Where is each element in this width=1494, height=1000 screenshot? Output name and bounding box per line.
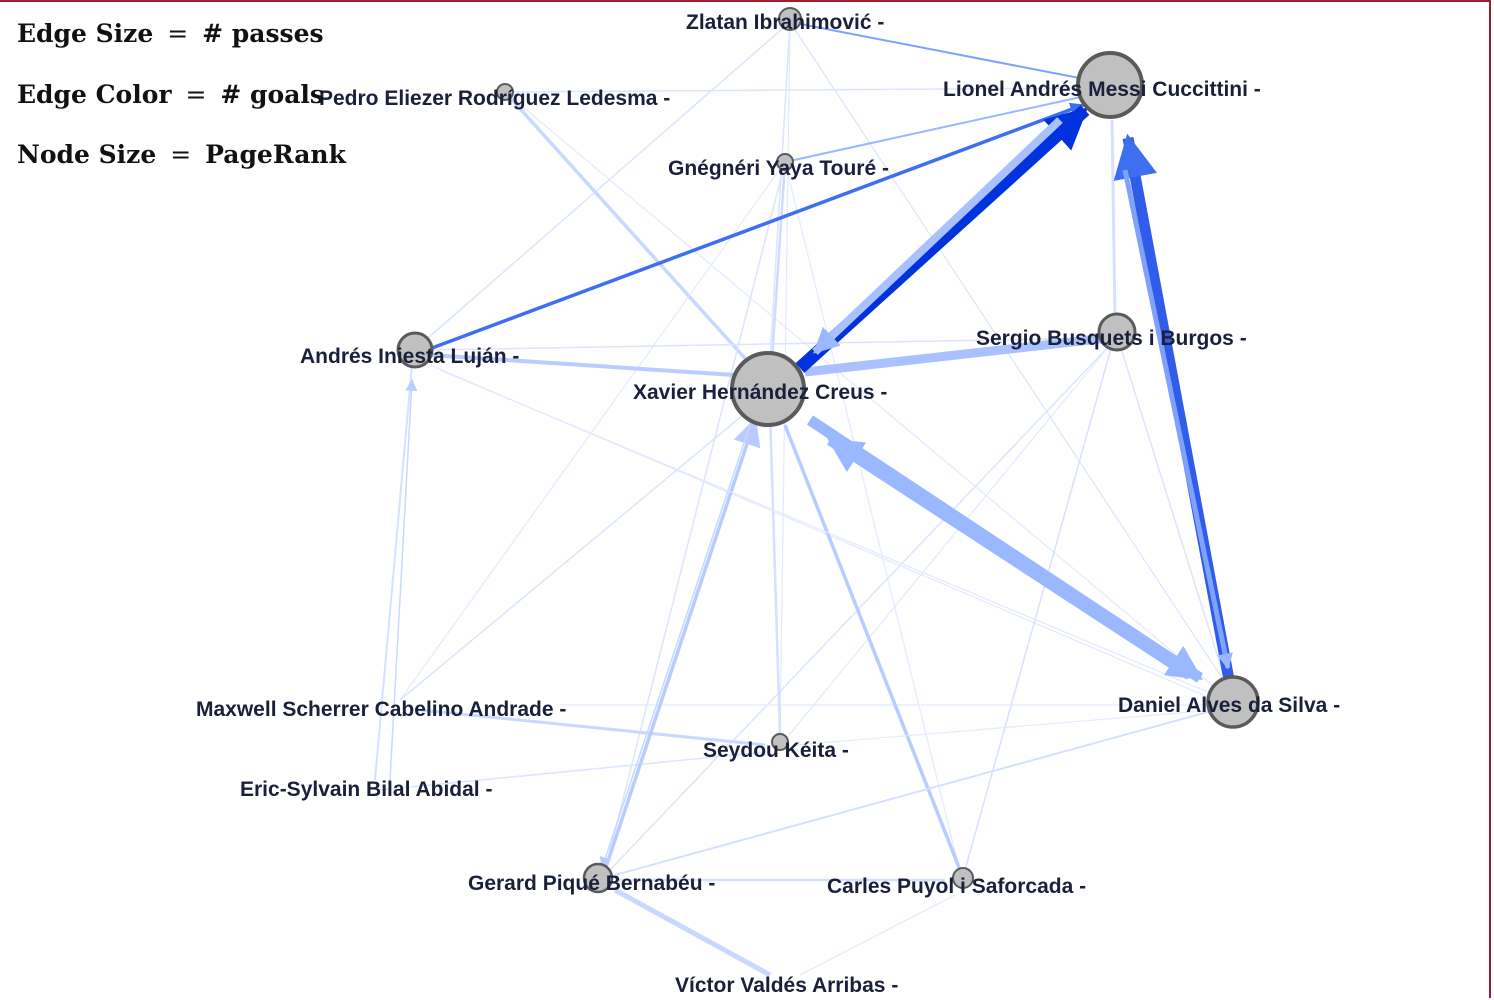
- label-messi: Lionel Andrés Messi Cuccittini -: [943, 78, 1261, 101]
- edge-valdes-pique: [613, 887, 772, 978]
- node-zlatan[interactable]: [778, 7, 802, 31]
- edge-toure-puyol: [784, 161, 961, 873]
- edge-alves-keita: [794, 709, 1216, 746]
- node-puyol[interactable]: [952, 867, 974, 889]
- label-keita: Seydou Kéita -: [703, 739, 849, 762]
- node-messi[interactable]: [1076, 51, 1144, 119]
- nodes-layer: [396, 7, 1260, 894]
- edge-maxwell-xavi: [399, 404, 756, 701]
- legend-value: # passes: [202, 19, 324, 48]
- legend-term: Edge Size: [17, 19, 154, 48]
- edge-iniesta-messi: [431, 102, 1085, 350]
- edge-busquets-alves: [1119, 344, 1226, 681]
- edge-maxwell-keita: [419, 708, 766, 747]
- edge-toure-xavi: [770, 161, 787, 361]
- edge-puyol-xavi: [783, 424, 962, 871]
- node-pedro[interactable]: [496, 83, 514, 101]
- node-xavi[interactable]: [730, 351, 806, 427]
- edge-messi-alves: [1122, 169, 1233, 670]
- edge-iniesta-abidal: [374, 364, 413, 781]
- labels-layer: Zlatan Ibrahimović - Lionel Andrés Messi…: [196, 11, 1340, 997]
- label-puyol: Carles Puyol i Saforcada -: [827, 875, 1086, 898]
- edge-busquets-keita: [784, 344, 1111, 741]
- edge-toure-messi: [784, 94, 1091, 163]
- node-toure[interactable]: [776, 153, 794, 171]
- edges-layer: [374, 21, 1236, 978]
- label-iniesta: Andrés Iniesta Luján -: [300, 345, 519, 368]
- label-maxwell: Maxwell Scherrer Cabelino Andrade -: [196, 698, 566, 721]
- edge-pedro-alves: [504, 91, 1231, 701]
- edge-messi-xavi: [812, 117, 1063, 355]
- edge-zlatan-iniesta: [419, 21, 791, 346]
- node-iniesta[interactable]: [396, 331, 434, 369]
- edge-iniesta-xavi: [429, 353, 736, 377]
- node-pique[interactable]: [582, 862, 614, 894]
- label-xavi: Xavier Hernández Creus -: [633, 381, 887, 404]
- label-busquets: Sergio Busquets i Burgos -: [976, 327, 1247, 350]
- edge-busquets-puyol: [964, 344, 1113, 871]
- node-alves[interactable]: [1206, 675, 1260, 729]
- legend-value: PageRank: [205, 140, 346, 169]
- edge-busquets-xavi: [804, 333, 1109, 377]
- legend-edge-size: Edge Size = # passes: [17, 19, 324, 48]
- edge-zlatan-xavi: [769, 21, 791, 361]
- edge-pique-alves: [614, 709, 1216, 876]
- label-valdes: Víctor Valdés Arribas -: [675, 974, 898, 997]
- edge-toure-maxwell: [399, 161, 786, 701]
- edge-busquets-pique: [609, 344, 1111, 871]
- legend-term: Edge Color: [17, 80, 172, 109]
- edge-pique-xavi: [603, 417, 761, 871]
- edge-iniesta-busquets: [429, 337, 1111, 351]
- edge-abidal-keita: [379, 751, 766, 791]
- node-busquets[interactable]: [1097, 312, 1137, 352]
- label-pedro: Pedro Eliezer Rodríguez Ledesma -: [319, 87, 670, 110]
- node-keita[interactable]: [771, 733, 789, 751]
- edge-toure-pique: [604, 161, 786, 871]
- edge-busquets-messi: [1110, 119, 1117, 321]
- label-toure: Gnégnéri Yaya Touré -: [668, 157, 889, 180]
- edge-keita-xavi: [768, 409, 782, 736]
- legend-node-size: Node Size = PageRank: [17, 140, 346, 169]
- edge-valdes-puyol: [799, 894, 956, 976]
- label-pique: Gerard Piqué Bernabéu -: [468, 872, 715, 895]
- label-alves: Daniel Alves da Silva -: [1118, 694, 1340, 717]
- edge-zlatan-alves: [789, 21, 1231, 691]
- legend-edge-color: Edge Color = # goals: [17, 80, 324, 109]
- legend-term: Node Size: [17, 140, 157, 169]
- label-zlatan: Zlatan Ibrahimović -: [686, 11, 884, 34]
- edge-alves-iniesta: [439, 369, 1216, 696]
- edge-xavi-pique: [599, 424, 751, 870]
- edge-pedro-xavi: [503, 90, 762, 377]
- edge-zlatan-messi: [789, 21, 1101, 83]
- label-abidal: Eric-Sylvain Bilal Abidal -: [240, 778, 492, 801]
- edge-alves-xavi: [826, 435, 1194, 680]
- edge-abidal-iniesta: [389, 378, 418, 781]
- legend-value: # goals: [220, 80, 324, 109]
- edge-pedro-messi: [504, 87, 1101, 93]
